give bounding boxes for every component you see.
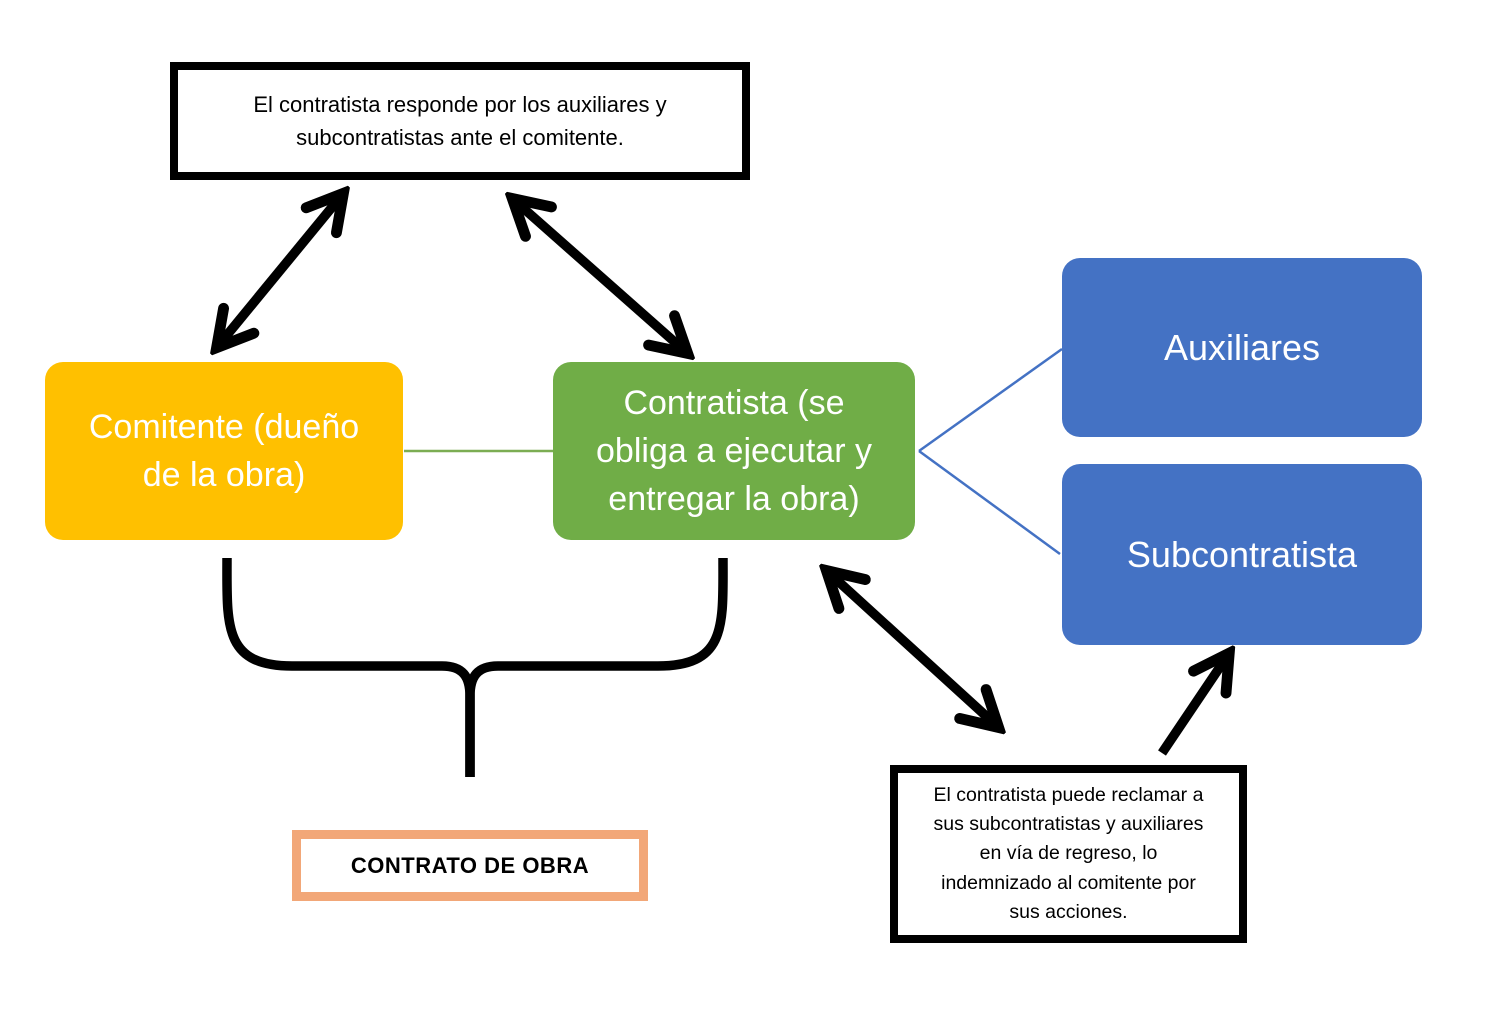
arrow-contratista-topnote — [514, 200, 686, 352]
contratista-label: Contratista (se obliga a ejecutar y entr… — [596, 383, 872, 519]
comitente-label: Comitente (dueño de la obra) — [88, 407, 360, 494]
comitente-box: Comitente (dueño de la obra) — [45, 362, 403, 540]
arrow-contratista-bottomnote — [828, 572, 997, 726]
brace-contrato — [222, 557, 728, 777]
auxiliares-label: Auxiliares — [1163, 326, 1321, 368]
arrow-bottomnote-subcontratista — [1158, 655, 1228, 756]
line-contratista-subcontratista — [918, 449, 1061, 556]
arrow-comitente-topnote — [218, 195, 342, 346]
bottom-note-box: El contratista puede reclamar a sus subc… — [890, 765, 1247, 943]
top-note-box: El contratista responde por los auxiliar… — [170, 62, 750, 180]
line-contratista-auxiliares — [918, 347, 1063, 453]
subcontratista-label: Subcontratista — [1126, 533, 1358, 575]
auxiliares-box: Auxiliares — [1062, 258, 1422, 437]
contrato-de-obra-label: CONTRATO DE OBRA — [350, 852, 590, 878]
subcontratista-box: Subcontratista — [1062, 464, 1422, 645]
bottom-note-label: El contratista puede reclamar a sus subc… — [933, 783, 1204, 923]
contrato-de-obra-box: CONTRATO DE OBRA — [292, 830, 648, 901]
contratista-box: Contratista (se obliga a ejecutar y entr… — [553, 362, 915, 540]
top-note-label: El contratista responde por los auxiliar… — [253, 92, 667, 150]
